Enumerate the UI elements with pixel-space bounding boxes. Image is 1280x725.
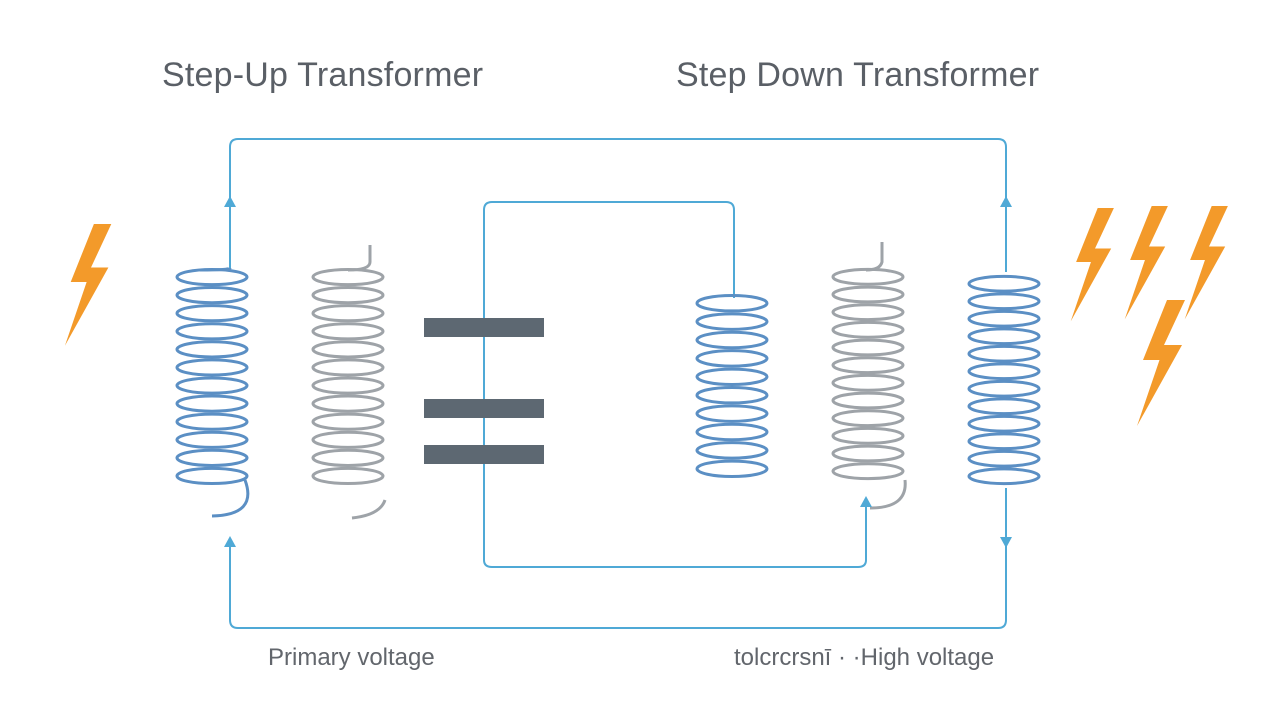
coil-turn	[311, 322, 385, 341]
high-voltage-label: tolcrcrsnī · ·High voltage	[734, 644, 995, 671]
secondary-coil-left	[311, 245, 387, 520]
coil-lead	[199, 266, 232, 272]
coil-turn	[967, 274, 1041, 293]
coil-turn	[695, 422, 769, 442]
coil-turn	[831, 338, 905, 357]
coil-turn	[967, 362, 1041, 381]
coil-lead	[869, 479, 907, 510]
lightning-bolts	[64, 206, 1228, 426]
lightning-bolt-icon	[64, 224, 112, 346]
coil-turn	[695, 459, 769, 479]
coil-turn	[967, 414, 1041, 433]
coil-turn	[311, 466, 385, 486]
lightning-bolt-icon	[1070, 208, 1114, 322]
lightning-bolt-icon	[1137, 300, 1185, 426]
coil-turn	[311, 448, 385, 467]
coil-turn	[311, 394, 385, 413]
coil-turn	[695, 441, 769, 460]
step-down-title: Step Down Transformer	[676, 56, 1040, 94]
coil-turn	[695, 385, 769, 405]
secondary-coil-right	[831, 242, 907, 510]
transformer-core	[424, 318, 544, 464]
coil-turn	[311, 430, 385, 449]
coil-turn	[311, 340, 385, 359]
coil-turn	[695, 312, 769, 331]
coil-turn	[175, 340, 249, 359]
coil-turn	[175, 286, 249, 305]
primary-voltage-label: Primary voltage	[268, 644, 435, 671]
coil-turn	[695, 367, 769, 387]
coil-lead	[351, 499, 387, 520]
coil-lead	[347, 245, 372, 272]
coil-turn	[175, 430, 249, 449]
coil-turn	[695, 349, 769, 368]
arrow-head-icon	[860, 496, 872, 507]
coil-turn	[175, 322, 249, 341]
arrow-head-icon	[1000, 537, 1012, 548]
coil-turn	[967, 379, 1041, 398]
coil-turn	[831, 444, 905, 463]
output-coil-right	[967, 274, 1041, 486]
coil-turn	[311, 376, 385, 395]
inner-loop-top-wire	[483, 201, 735, 300]
arrow-head-icon	[224, 196, 236, 207]
coil-turn	[175, 448, 249, 467]
coil-turn	[831, 285, 905, 304]
coils	[175, 242, 1041, 520]
coil-turn	[311, 267, 385, 287]
lightning-bolt-icon	[1184, 206, 1228, 320]
coil-turn	[967, 449, 1041, 468]
coil-turn	[967, 327, 1041, 346]
coil-turn	[831, 426, 905, 445]
coil-turn	[831, 373, 905, 392]
primary-coil-right	[695, 293, 769, 479]
core-bar-3	[424, 445, 544, 464]
coil-turn	[175, 267, 249, 287]
coil-turn	[695, 293, 769, 313]
coil-turn	[311, 412, 385, 431]
coil-turn	[175, 466, 249, 486]
coil-turn	[311, 304, 385, 323]
coil-turn	[695, 330, 769, 350]
core-bar-1	[424, 318, 544, 337]
coil-turn	[175, 412, 249, 431]
arrow-head-icon	[224, 536, 236, 547]
outer-loop-top-wire	[229, 138, 1007, 272]
coil-turn	[831, 462, 905, 481]
coil-turn	[831, 303, 905, 322]
coil-turn	[831, 267, 905, 286]
coil-turn	[967, 309, 1041, 328]
coil-turn	[967, 397, 1041, 416]
coil-turn	[967, 432, 1041, 451]
coil-turn	[967, 292, 1041, 311]
arrow-head-icon	[1000, 196, 1012, 207]
lightning-bolt-icon	[1124, 206, 1168, 320]
coil-turn	[311, 358, 385, 377]
coil-turn	[175, 304, 249, 323]
coil-turn	[831, 320, 905, 339]
coil-turn	[175, 376, 249, 395]
coil-turn	[967, 467, 1041, 486]
coil-turn	[175, 394, 249, 413]
outer-loop-bottom-wire	[229, 488, 1007, 629]
coil-turn	[967, 344, 1041, 363]
coil-turn	[831, 356, 905, 375]
coil-lead	[211, 479, 250, 518]
step-up-title: Step-Up Transformer	[162, 56, 484, 94]
core-bar-2	[424, 399, 544, 418]
coil-turn	[311, 286, 385, 305]
coil-turn	[831, 391, 905, 410]
circuit-wires	[229, 138, 1007, 629]
coil-lead	[865, 242, 884, 272]
coil-turn	[175, 358, 249, 377]
inner-loop-bottom-wire	[483, 300, 867, 568]
arrows	[224, 196, 1012, 548]
coil-turn	[831, 409, 905, 428]
primary-coil-left	[175, 266, 250, 518]
coil-turn	[695, 404, 769, 423]
